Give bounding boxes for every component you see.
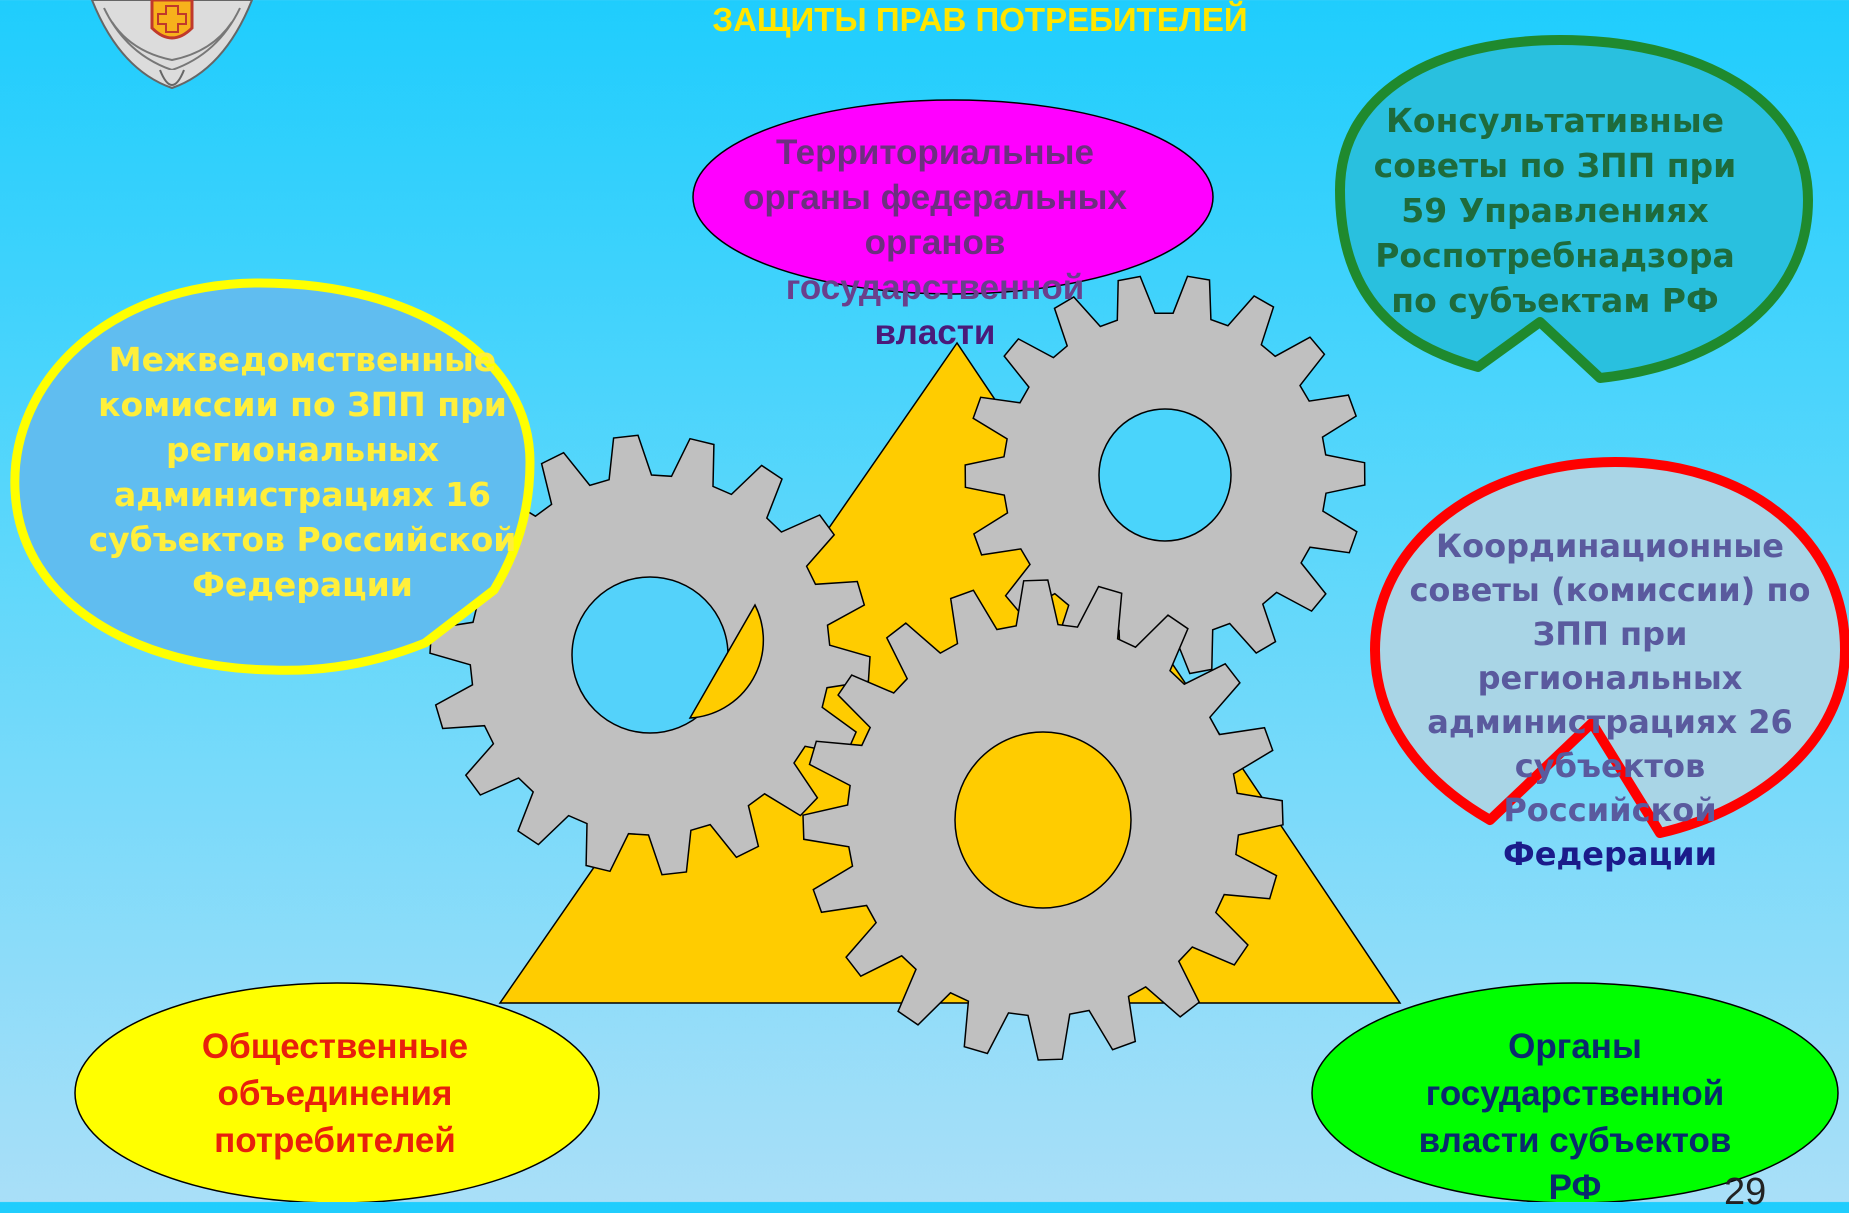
- gear-hole: [1098, 408, 1232, 542]
- page-title: ЗАЩИТЫ ПРАВ ПОТРЕБИТЕЛЕЙ: [712, 1, 1248, 38]
- triangle-fragment: [688, 603, 765, 719]
- regional-authorities-node-label: Органы государственной власти субъектов …: [1418, 1027, 1732, 1207]
- consultative-bubble: [1335, 35, 1813, 383]
- emblem-icon: [90, 0, 254, 90]
- coordination-node-label: Координационные советы (комиссии) по ЗПП…: [1409, 527, 1811, 873]
- interdepartmental-bubble: [10, 278, 535, 675]
- gear-hole: [954, 731, 1132, 909]
- regional-authorities-node-shape: [1311, 982, 1839, 1202]
- coordination-bubble: [1370, 457, 1849, 838]
- page-number: 29: [1724, 1171, 1767, 1213]
- territorial-node-shape: [692, 99, 1214, 295]
- interdepartmental-node-label: Межведомственные комиссии по ЗПП при рег…: [88, 340, 517, 604]
- consultative-node-label: Консультативные советы по ЗПП при 59 Упр…: [1373, 101, 1737, 320]
- territorial-node-label: Территориальные органы федеральных орган…: [743, 133, 1127, 352]
- public-associations-node-label: Общественные объединения потребителей: [201, 1027, 469, 1160]
- public-associations-node-shape: [74, 982, 600, 1202]
